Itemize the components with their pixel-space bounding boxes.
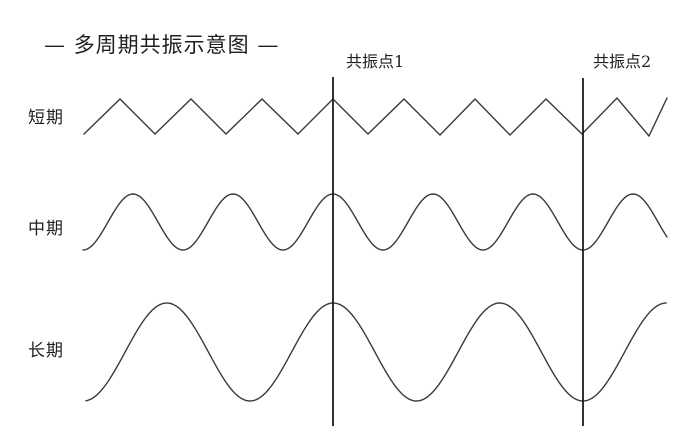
wave-mid bbox=[82, 193, 668, 251]
diagram-title: — 多周期共振示意图 — bbox=[44, 33, 280, 57]
wave-label-short: 短期 bbox=[28, 108, 64, 128]
wave-label-long: 长期 bbox=[28, 341, 64, 361]
wave-label-mid: 中期 bbox=[28, 219, 64, 239]
wave-short bbox=[83, 96, 668, 138]
resonance-point-2-label: 共振点2 bbox=[593, 52, 652, 71]
wave-long bbox=[85, 302, 667, 402]
resonance-point-1-label: 共振点1 bbox=[346, 52, 405, 71]
